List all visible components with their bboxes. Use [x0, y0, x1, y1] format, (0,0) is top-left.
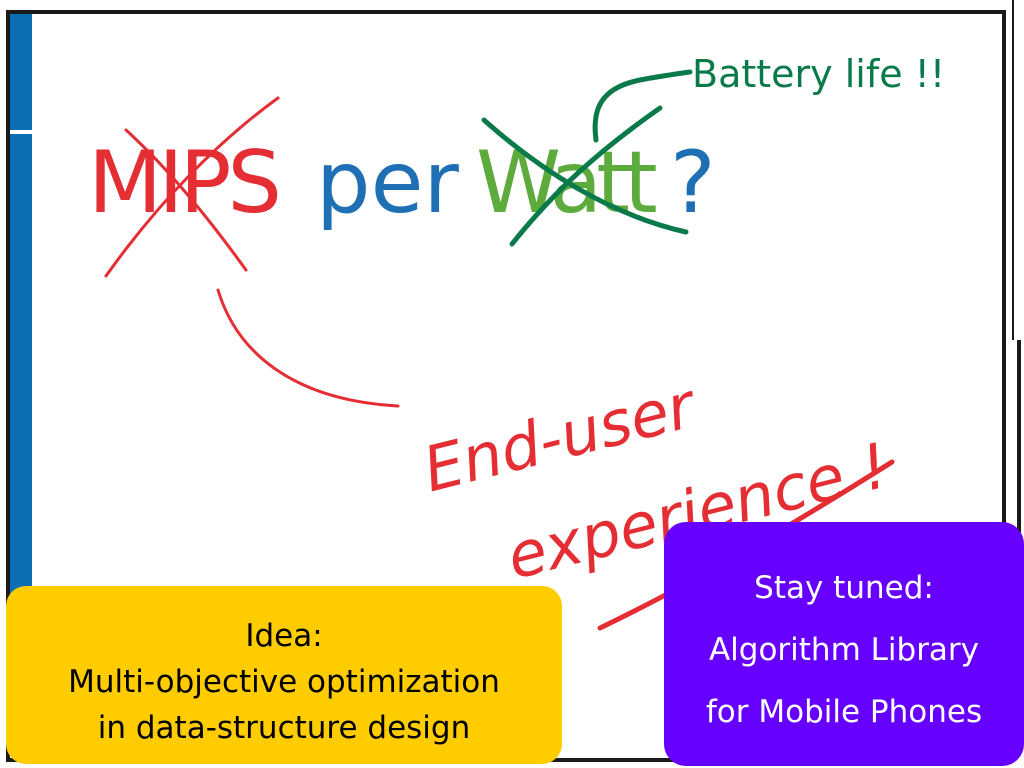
title-word-mips: MIPS	[88, 133, 282, 233]
stay-tuned-box	[664, 522, 1024, 766]
idea-line-2: Multi-objective optimization	[68, 664, 500, 700]
left-accent-notch	[10, 130, 34, 134]
idea-box	[6, 586, 562, 764]
stay-tuned-line-2: Algorithm Library	[708, 632, 980, 668]
right-border	[1012, 0, 1024, 340]
idea-label: Idea:	[245, 618, 323, 654]
left-accent-bar	[10, 14, 32, 614]
idea-line-3: in data-structure design	[97, 710, 471, 746]
right-border-inner	[1017, 340, 1021, 580]
stay-tuned-label: Stay tuned:	[754, 570, 934, 606]
title-word-watt: Watt	[476, 133, 658, 233]
battery-life-annotation: Battery life !!	[692, 52, 946, 96]
title-question-mark: ?	[670, 133, 716, 233]
stay-tuned-line-3: for Mobile Phones	[705, 694, 983, 730]
title-word-per: per	[316, 133, 459, 233]
